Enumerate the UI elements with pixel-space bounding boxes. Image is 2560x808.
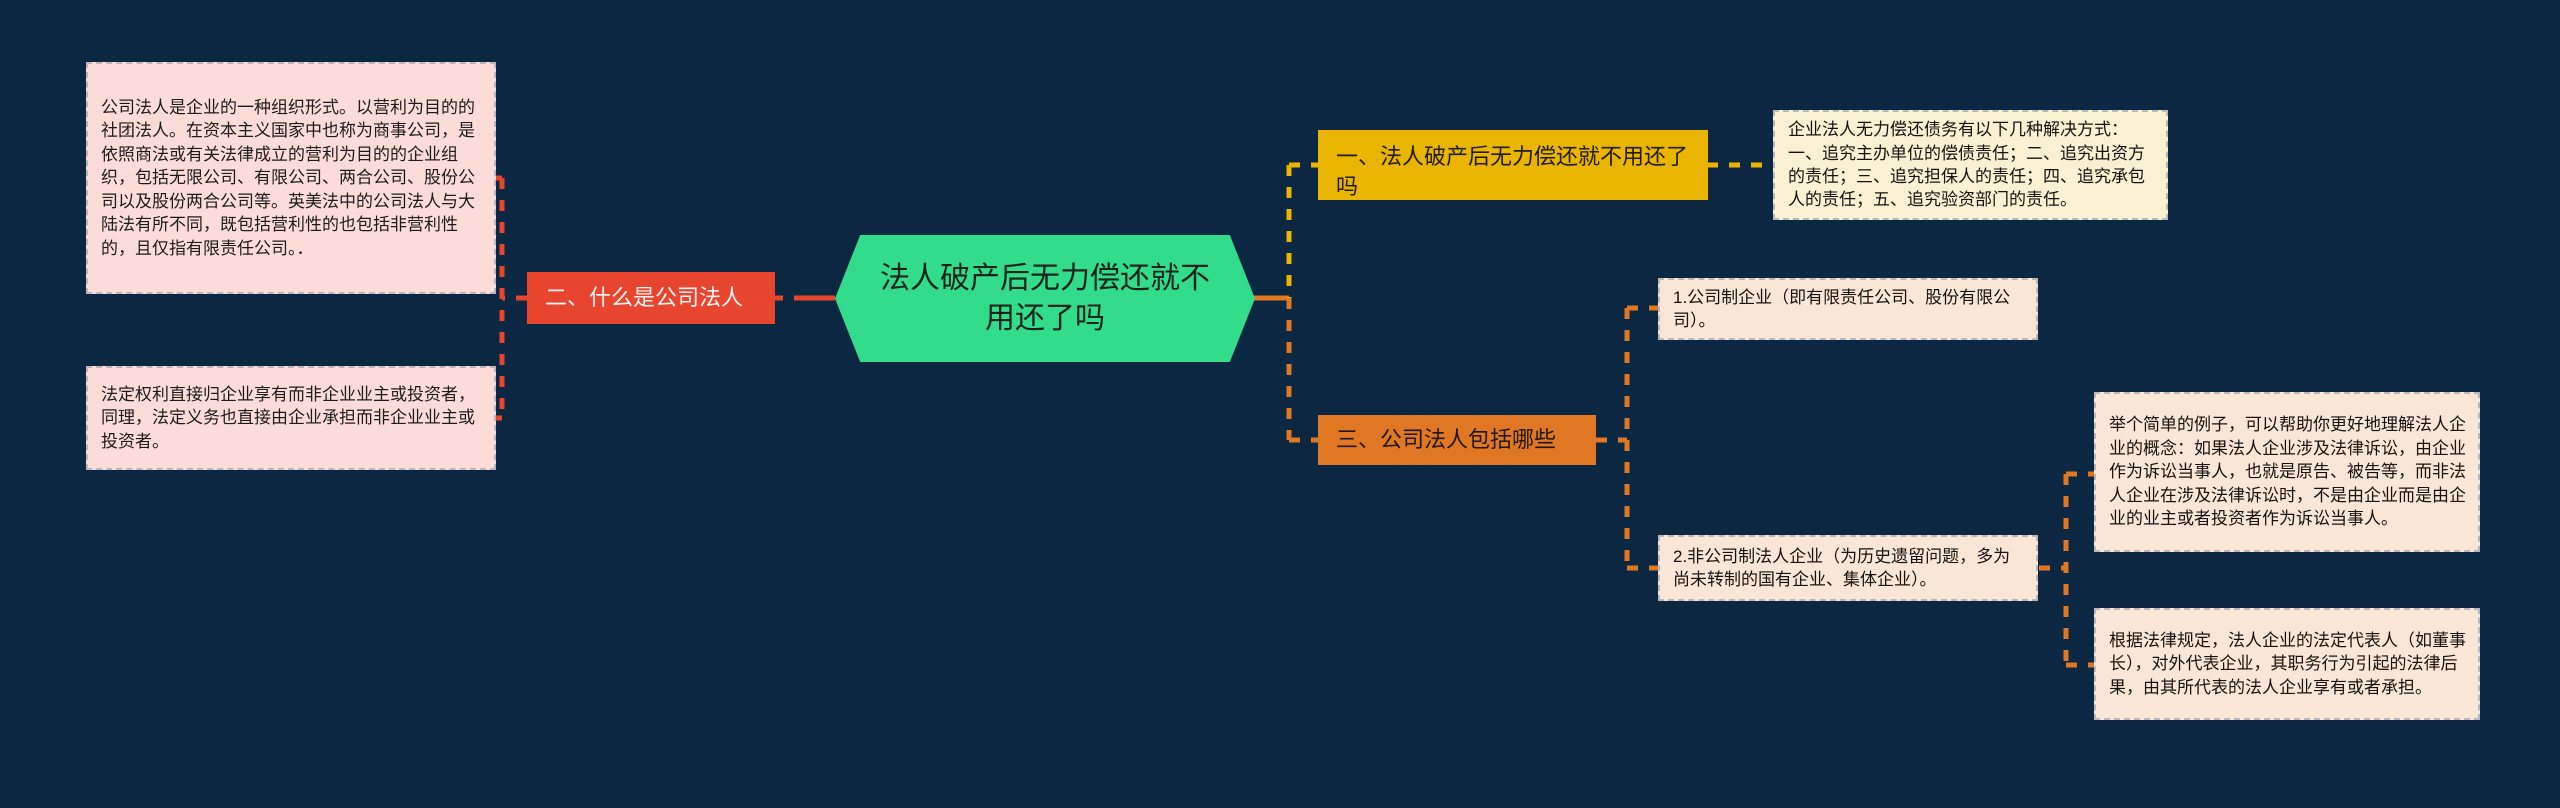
list-item[interactable]: 公司法人是企业的一种组织形式。以营利为目的的社团法人。在资本主义国家中也称为商事… bbox=[86, 62, 496, 294]
page-title[interactable]: 法人破产后无力偿还就不用还了吗 bbox=[835, 235, 1255, 362]
list-item[interactable]: 1.公司制企业（即有限责任公司、股份有限公司）。 bbox=[1658, 278, 2038, 340]
branch-node-company-legal-person-types[interactable]: 三、公司法人包括哪些 bbox=[1318, 415, 1596, 465]
list-item[interactable]: 法定权利直接归企业享有而非企业业主或投资者，同理，法定义务也直接由企业承担而非企… bbox=[86, 366, 496, 470]
list-item[interactable]: 根据法律规定，法人企业的法定代表人（如董事长），对外代表企业，其职务行为引起的法… bbox=[2094, 608, 2480, 720]
list-item[interactable]: 举个简单的例子，可以帮助你更好地理解法人企业的概念：如果法人企业涉及法律诉讼，由… bbox=[2094, 392, 2480, 552]
list-item[interactable]: 企业法人无力偿还债务有以下几种解决方式：一、追究主办单位的偿债责任；二、追究出资… bbox=[1773, 110, 2168, 220]
branch-node-what-is-company-legal-person[interactable]: 二、什么是公司法人 bbox=[527, 272, 775, 324]
list-item[interactable]: 2.非公司制法人企业（为历史遗留问题，多为尚未转制的国有企业、集体企业）。 bbox=[1658, 535, 2038, 601]
branch-node-bankruptcy-no-repayment[interactable]: 一、法人破产后无力偿还就不用还了吗 bbox=[1318, 130, 1708, 200]
